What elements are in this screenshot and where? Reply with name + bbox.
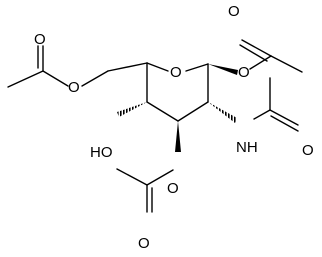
bond-acc-methyl-bottom (116, 168, 148, 186)
bond-o3-acc (146, 169, 174, 186)
bond-o6-acc (42, 70, 69, 87)
atom-carbonyl-amide: O (302, 142, 314, 159)
atom-o6: O (68, 79, 80, 96)
atom-o3: O (167, 180, 179, 197)
bond-c6-o6 (81, 70, 109, 87)
atom-o1: O (238, 64, 250, 81)
hash-c2-n (208, 102, 237, 123)
bond-amidec-carbonyl-b (270, 115, 299, 132)
bond-acc-carbonyl-top-a (241, 39, 272, 57)
atom-ring-oxygen: O (170, 64, 182, 81)
wedge-c1-o1 (208, 64, 238, 75)
bond-amidec-carbonyl-a (269, 109, 299, 126)
bond-c5-o5 (146, 62, 169, 72)
bond-acc-carbonyl-top-b (239, 44, 268, 62)
atom-nh: NH (236, 139, 258, 156)
bond-c5-c6 (107, 62, 148, 72)
bond-c3-c4 (146, 101, 179, 122)
bond-n-amidec (253, 109, 271, 120)
bond-o5-c1 (185, 63, 209, 72)
wedge-c3-o3 (175, 121, 181, 152)
atom-carbonyl-left: O (34, 31, 46, 48)
atom-carbonyl-bottom: O (138, 235, 150, 252)
bond-acc-methyl-left (7, 70, 44, 88)
bond-c2-c3 (177, 101, 209, 122)
bond-o1-acc (249, 55, 272, 70)
bond-acc-methyl-right (270, 55, 303, 73)
atom-carbonyl-top: O (228, 3, 240, 20)
atom-hydroxyl: HO (90, 144, 113, 161)
hash-c4-ho (117, 102, 147, 117)
